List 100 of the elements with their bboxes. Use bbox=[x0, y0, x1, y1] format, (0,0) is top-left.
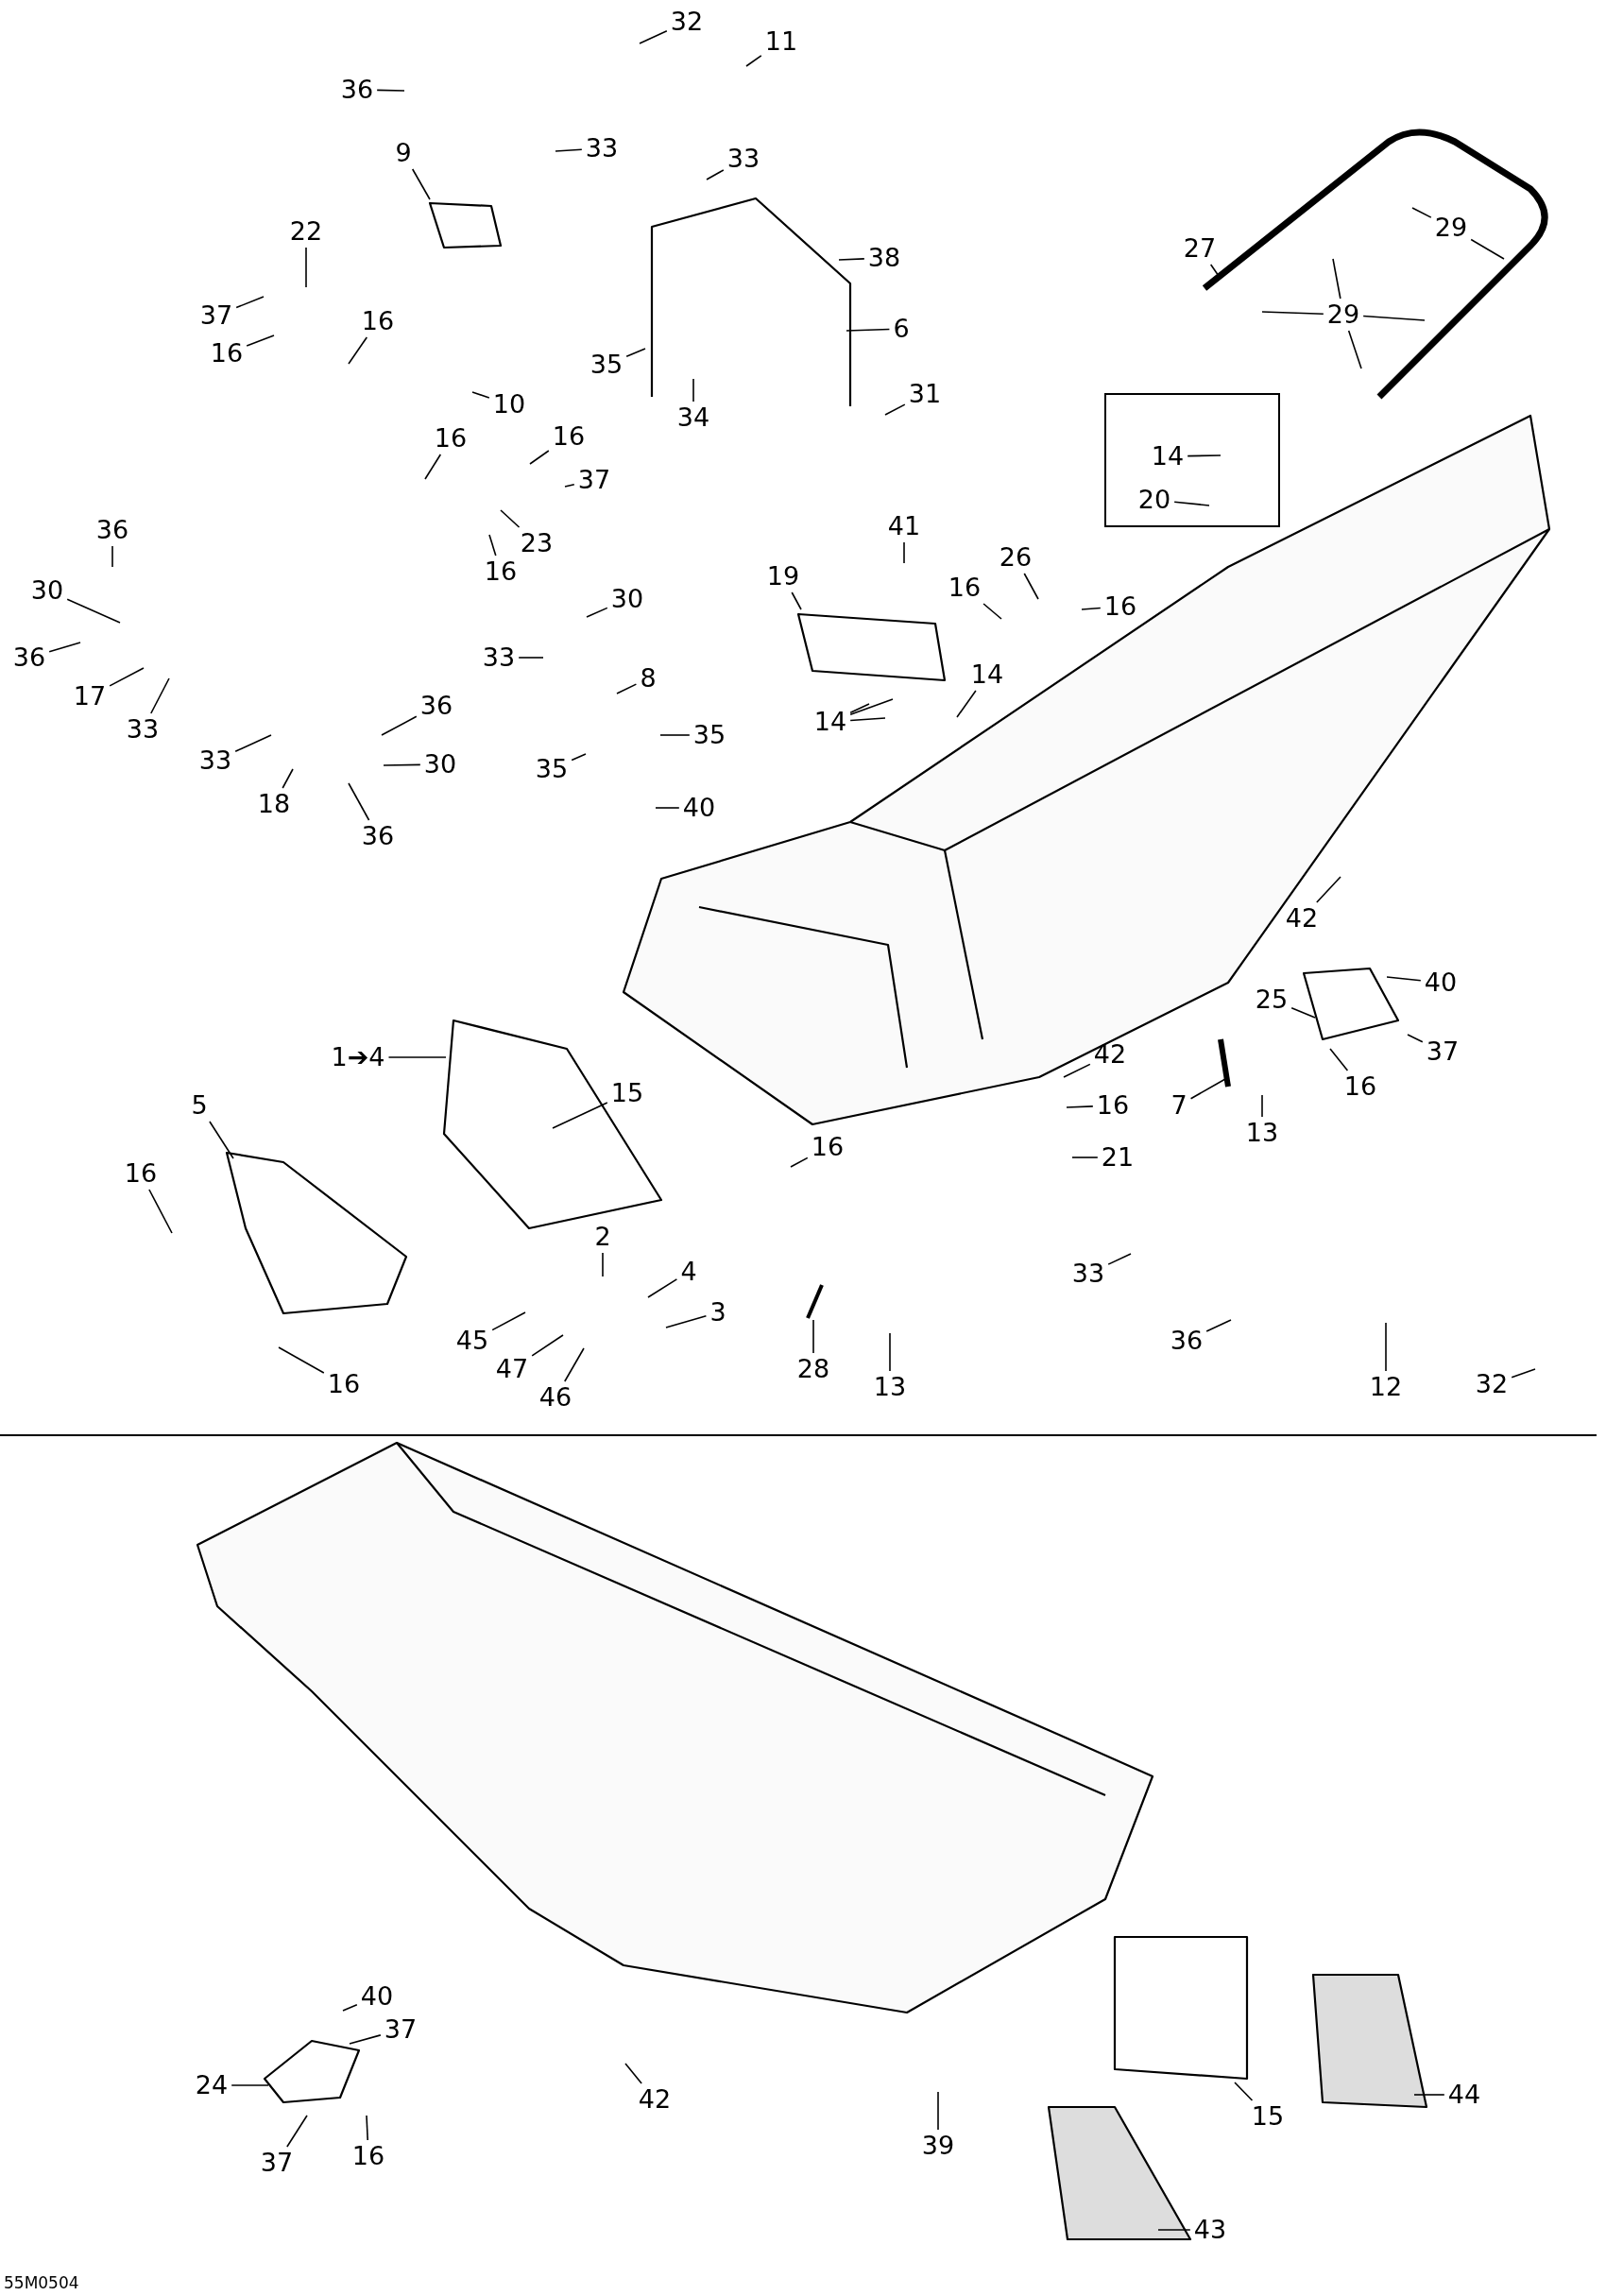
leader-line bbox=[424, 454, 442, 480]
leader-line bbox=[286, 2115, 308, 2148]
callout-number: 20 bbox=[1136, 486, 1173, 514]
callout-number: 16 bbox=[1102, 592, 1139, 621]
leader-line bbox=[903, 541, 905, 564]
leader-line bbox=[616, 683, 638, 694]
leader-line bbox=[1413, 2094, 1445, 2096]
leader-line bbox=[387, 1056, 447, 1058]
leader-line bbox=[655, 807, 680, 809]
leader-line bbox=[1332, 258, 1341, 300]
leader-line bbox=[889, 1332, 891, 1372]
leader-line bbox=[624, 2063, 642, 2084]
drawing-number: 55M0504 bbox=[4, 2273, 79, 2292]
leader-line bbox=[564, 1347, 585, 1382]
leader-line bbox=[571, 753, 587, 762]
leader-line bbox=[665, 1314, 708, 1328]
callout-number: 14 bbox=[1149, 442, 1187, 471]
leader-line bbox=[1362, 315, 1426, 321]
leader-line bbox=[342, 2004, 358, 2012]
leader-line bbox=[1234, 2082, 1254, 2101]
leader-line bbox=[639, 29, 668, 44]
callout-number: 45 bbox=[453, 1327, 491, 1355]
leader-line bbox=[383, 763, 421, 766]
callout-number: 16 bbox=[946, 574, 983, 602]
leader-line bbox=[231, 2084, 269, 2086]
callout-number: 16 bbox=[809, 1133, 846, 1161]
callout-number: 33 bbox=[196, 746, 234, 775]
leader-line bbox=[1081, 607, 1102, 610]
leader-line bbox=[150, 677, 170, 714]
callout-number: 3 bbox=[708, 1298, 728, 1327]
leader-line bbox=[376, 89, 405, 92]
callout-number: 25 bbox=[1253, 985, 1290, 1014]
leader-line bbox=[849, 698, 894, 716]
leader-line bbox=[564, 483, 575, 488]
callout-number: 36 bbox=[94, 516, 131, 544]
callout-number: 1➔4 bbox=[329, 1043, 387, 1071]
leader-line bbox=[1261, 1094, 1263, 1118]
callout-number: 33 bbox=[583, 134, 621, 163]
callout-number: 35 bbox=[588, 351, 625, 379]
leader-line bbox=[884, 403, 906, 416]
callout-number: 16 bbox=[432, 424, 470, 453]
leader-line bbox=[518, 657, 544, 659]
leader-line bbox=[692, 378, 694, 403]
callout-number: 37 bbox=[258, 2149, 296, 2177]
callout-number: 9 bbox=[393, 139, 414, 167]
leader-line bbox=[982, 603, 1002, 620]
callout-number: 15 bbox=[608, 1079, 646, 1107]
leader-line bbox=[1063, 1063, 1091, 1078]
leader-line bbox=[411, 168, 431, 200]
callout-number: 19 bbox=[764, 562, 802, 591]
leader-line bbox=[647, 1278, 678, 1298]
callout-number: 38 bbox=[865, 244, 903, 272]
leader-line bbox=[235, 296, 265, 309]
leader-line bbox=[791, 591, 802, 610]
callout-number: 46 bbox=[537, 1383, 574, 1412]
leader-line bbox=[500, 509, 521, 528]
inset-frame bbox=[1104, 393, 1280, 527]
leader-line bbox=[1470, 238, 1505, 260]
callout-number: 36 bbox=[1168, 1327, 1205, 1355]
leader-line bbox=[488, 534, 497, 557]
leader-line bbox=[937, 2091, 939, 2131]
callout-number: 32 bbox=[1473, 1370, 1511, 1398]
callout-number: 22 bbox=[287, 217, 325, 246]
callout-number: 7 bbox=[1169, 1091, 1189, 1120]
leader-line bbox=[282, 768, 294, 789]
leader-line bbox=[109, 667, 145, 687]
leader-line bbox=[234, 734, 272, 753]
leader-line bbox=[1023, 573, 1039, 600]
leader-line bbox=[366, 2115, 368, 2141]
callout-number: 31 bbox=[906, 380, 944, 408]
callout-number: 42 bbox=[1091, 1040, 1129, 1069]
leader-line bbox=[148, 1189, 173, 1234]
leader-line bbox=[209, 1121, 234, 1159]
callout-number: 15 bbox=[1249, 2102, 1287, 2131]
leader-line bbox=[246, 334, 275, 347]
callout-number: 30 bbox=[28, 576, 66, 605]
leader-line bbox=[531, 1334, 564, 1357]
callout-number: 37 bbox=[1424, 1037, 1461, 1066]
leader-line bbox=[66, 598, 121, 624]
leader-line bbox=[529, 450, 550, 465]
callout-number: 33 bbox=[480, 643, 518, 672]
callout-number: 16 bbox=[350, 2142, 387, 2170]
leader-line bbox=[348, 336, 368, 365]
callout-number: 36 bbox=[418, 692, 455, 720]
leader-line bbox=[1511, 1368, 1536, 1379]
callout-number: 4 bbox=[678, 1258, 699, 1286]
callout-number: 32 bbox=[668, 8, 706, 36]
leader-line bbox=[1071, 1157, 1099, 1158]
leader-line bbox=[305, 247, 307, 288]
callout-number: 16 bbox=[482, 557, 520, 586]
callout-number: 21 bbox=[1099, 1143, 1136, 1172]
leader-line bbox=[278, 1346, 325, 1374]
callout-number: 35 bbox=[533, 755, 571, 783]
callout-number: 41 bbox=[885, 512, 923, 540]
callout-number: 37 bbox=[575, 466, 613, 494]
leader-line bbox=[790, 1157, 809, 1168]
callout-number: 27 bbox=[1181, 234, 1219, 263]
leader-line bbox=[838, 258, 865, 261]
leader-line bbox=[1316, 876, 1341, 903]
callout-number: 37 bbox=[382, 2015, 419, 2044]
